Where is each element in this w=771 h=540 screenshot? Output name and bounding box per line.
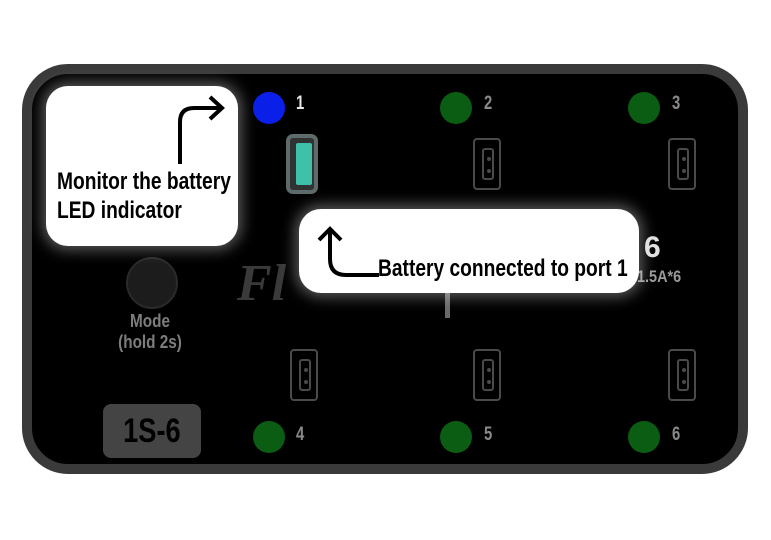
spec-current: 1.5A*6: [637, 267, 682, 286]
port-6-led: [628, 421, 660, 453]
arrow-up-right-icon: [178, 95, 225, 164]
port-6-connector[interactable]: [668, 349, 696, 401]
spec-cells: 6: [644, 231, 661, 264]
port-4-number: 4: [296, 424, 305, 445]
callout-monitor-line1: Monitor the battery: [57, 168, 231, 195]
brand-logo-icon: Fl: [237, 255, 287, 312]
port-4-led: [253, 421, 285, 453]
mode-label: Mode (hold 2s): [108, 311, 193, 353]
port-2-connector[interactable]: [473, 138, 501, 190]
port-5-connector[interactable]: [473, 349, 501, 401]
port-1-led: [253, 92, 285, 124]
port-3-connector[interactable]: [668, 138, 696, 190]
port-4-connector[interactable]: [290, 349, 318, 401]
mode-label-line2: (hold 2s): [118, 332, 182, 352]
port-2-number: 2: [484, 93, 493, 114]
model-badge: 1S-6: [103, 404, 201, 458]
battery-plug-icon: [296, 143, 312, 185]
model-badge-text: 1S-6: [123, 412, 181, 450]
port-2-led: [440, 92, 472, 124]
port-6-number: 6: [672, 424, 681, 445]
mode-label-line1: Mode: [130, 311, 170, 331]
callout-battery-connected: Battery connected to port 1: [299, 209, 639, 293]
port-1-number: 1: [296, 93, 305, 114]
port-3-led: [628, 92, 660, 124]
port-5-number: 5: [484, 424, 493, 445]
callout-monitor-line2: LED indicator: [57, 197, 182, 224]
port-5-led: [440, 421, 472, 453]
port-3-number: 3: [672, 93, 681, 114]
port-1-connector-with-battery[interactable]: [286, 134, 318, 194]
callout-battery-text: Battery connected to port 1: [378, 255, 628, 282]
arrow-up-left-icon: [317, 226, 379, 277]
mode-button[interactable]: [126, 257, 178, 309]
callout-monitor-led: Monitor the battery LED indicator: [46, 86, 238, 246]
divider-bar: [445, 284, 450, 318]
